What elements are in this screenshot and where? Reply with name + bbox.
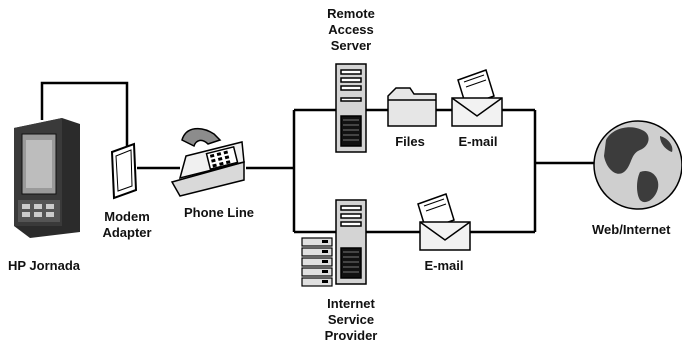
modem-adapter-icon <box>110 142 138 200</box>
remote-access-server-label: Remote Access Server <box>316 6 386 54</box>
globe-icon <box>593 120 682 210</box>
files-label: Files <box>395 134 425 149</box>
email-bottom-icon <box>417 193 471 251</box>
modem-bank-icon <box>301 237 333 287</box>
remote-access-server-label-line-3: Server <box>330 38 372 53</box>
remote-access-server-icon <box>335 63 367 153</box>
modem-adapter-label-line-2: Adapter <box>102 225 152 240</box>
isp-label-line-2: Service <box>327 312 375 327</box>
isp-label-line-3: Provider <box>324 328 378 343</box>
web-internet-label: Web/Internet <box>592 222 671 237</box>
email-top-icon <box>451 69 503 127</box>
jornada-to-adapter-line <box>40 81 129 148</box>
modem-adapter-label: Modem Adapter <box>92 209 162 241</box>
isp-label: Internet Service Provider <box>316 296 386 344</box>
email-bottom-label: E-mail <box>424 258 464 273</box>
remote-access-server-label-line-1: Remote <box>327 6 375 21</box>
modem-adapter-label-line-1: Modem <box>104 209 150 224</box>
email-top-label: E-mail <box>458 134 498 149</box>
folder-icon <box>387 87 437 127</box>
hp-jornada-icon <box>14 118 80 238</box>
isp-server-icon <box>335 199 367 285</box>
phone-line-label: Phone Line <box>183 205 255 220</box>
phone-icon <box>170 127 245 197</box>
isp-label-line-1: Internet <box>327 296 375 311</box>
hp-jornada-label: HP Jornada <box>7 258 80 273</box>
remote-access-server-label-line-2: Access <box>328 22 374 37</box>
